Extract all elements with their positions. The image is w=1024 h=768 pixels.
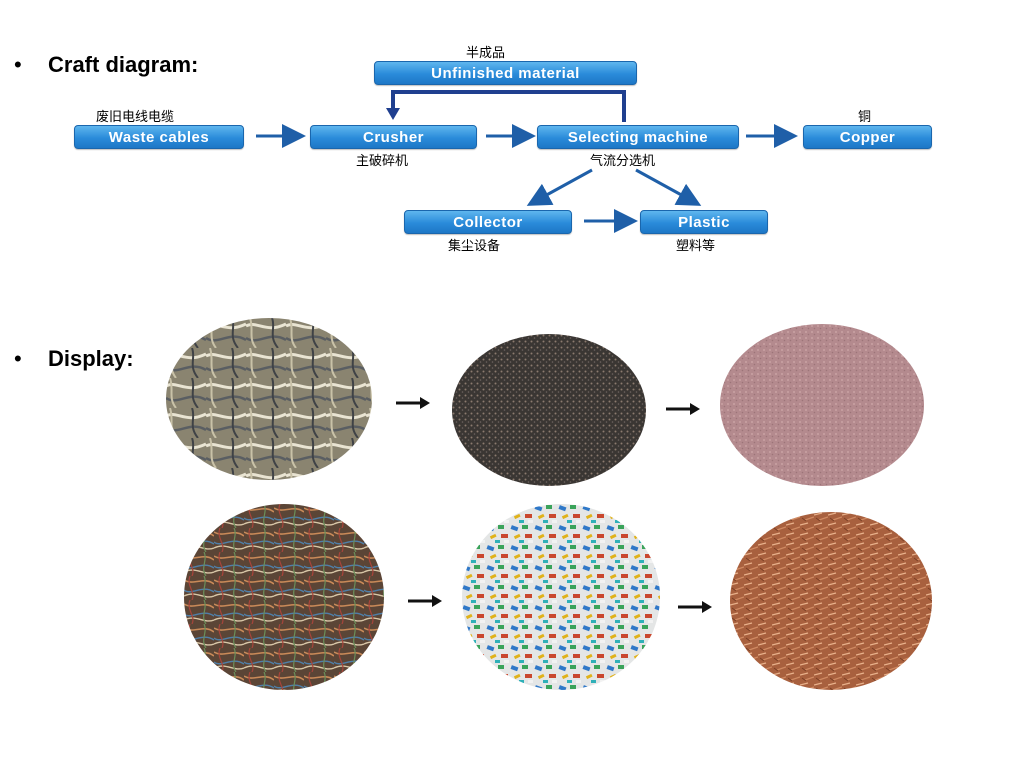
collector-box: Collector — [404, 210, 572, 234]
plastic-box: Plastic — [640, 210, 768, 234]
unfinished-material-box: Unfinished material — [374, 61, 637, 85]
waste-cables-cn-label: 废旧电线电缆 — [96, 110, 175, 125]
waste-cables-box: Waste cables — [74, 125, 244, 149]
black-granules-image — [452, 334, 646, 486]
selecting-machine-cn-label: 气流分选机 — [590, 154, 656, 169]
display-arrow-1b — [666, 403, 700, 415]
display-heading: Display: — [48, 346, 134, 371]
feedback-loop-line — [391, 90, 626, 122]
bullet-dot: • — [14, 52, 22, 77]
display-arrow-1a — [396, 397, 430, 409]
bullet-dot: • — [14, 346, 22, 371]
copper-wire-flakes-image — [730, 512, 932, 690]
collector-cn-label: 集尘设备 — [448, 239, 501, 254]
bullet-craft-diagram: • Craft diagram: — [14, 52, 198, 78]
waste-cable-bundle-image — [166, 318, 372, 480]
arrow-selecting-to-plastic — [635, 168, 702, 206]
telephone-wire-bundle-image — [184, 504, 384, 690]
crusher-cn-label: 主破碎机 — [356, 154, 409, 169]
unfinished-material-cn-label: 半成品 — [466, 46, 506, 61]
selecting-machine-box: Selecting machine — [537, 125, 739, 149]
display-arrow-2b — [678, 601, 712, 613]
pink-copper-powder-image — [720, 324, 924, 486]
plastic-cn-label: 塑料等 — [676, 239, 716, 254]
display-arrow-2a — [408, 595, 442, 607]
craft-diagram-heading: Craft diagram: — [48, 52, 199, 77]
crusher-box: Crusher — [310, 125, 477, 149]
craft-flow-connectors — [256, 90, 798, 233]
feedback-loop-arrowhead — [386, 108, 400, 120]
copper-box: Copper — [803, 125, 932, 149]
colored-plastic-pieces-image — [462, 504, 660, 690]
copper-cn-label: 铜 — [858, 110, 872, 125]
arrow-selecting-to-collector — [526, 168, 593, 206]
bullet-display: • Display: — [14, 346, 134, 372]
